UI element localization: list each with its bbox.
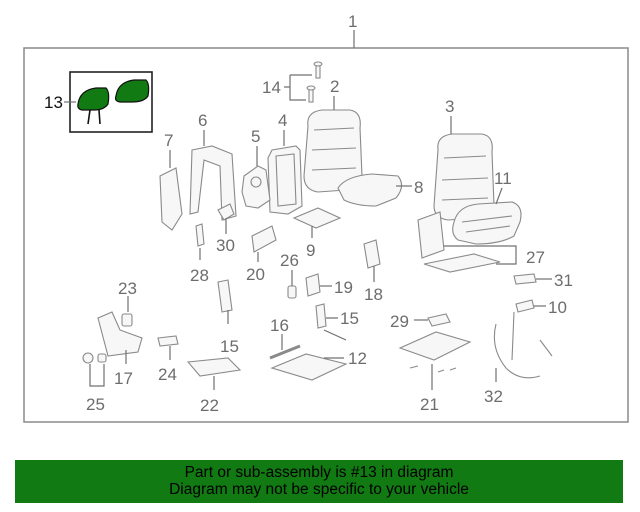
part-11-cushion[interactable]: [452, 201, 522, 245]
callout-15b[interactable]: 15: [340, 309, 359, 328]
part-12-track[interactable]: [270, 353, 348, 381]
callout-16[interactable]: 16: [270, 316, 289, 335]
callout-18[interactable]: 18: [364, 285, 383, 304]
callout-3[interactable]: 3: [445, 97, 454, 116]
part-16-rod[interactable]: [269, 344, 301, 360]
seat-parts-diagram: 1 13 14 2 3 11 8: [23, 12, 629, 423]
callout-10[interactable]: 10: [548, 298, 567, 317]
part-31-clip[interactable]: [513, 273, 537, 285]
part-4-frame[interactable]: [267, 145, 303, 215]
callout-19[interactable]: 19: [334, 278, 353, 297]
part-20-cover[interactable]: [251, 225, 277, 253]
callout-2[interactable]: 2: [330, 77, 339, 96]
headrest-13-right[interactable]: [114, 79, 150, 103]
part-10-clip[interactable]: [515, 299, 535, 313]
callout-25[interactable]: 25: [86, 395, 105, 414]
callout-17[interactable]: 17: [114, 369, 133, 388]
part-18-bracket[interactable]: [363, 239, 381, 269]
part-26-clip[interactable]: [287, 285, 297, 299]
part-19-bracket[interactable]: [305, 273, 321, 297]
callout-28[interactable]: 28: [190, 266, 209, 285]
callout-26[interactable]: 26: [280, 251, 299, 270]
callout-5[interactable]: 5: [251, 127, 260, 146]
callout-32[interactable]: 32: [484, 387, 503, 406]
callout-7[interactable]: 7: [164, 131, 173, 150]
callout-29[interactable]: 29: [390, 312, 409, 331]
part-21-adjuster[interactable]: [398, 331, 472, 373]
part-7-panel[interactable]: [159, 167, 183, 231]
part-5-mechanism[interactable]: [241, 165, 271, 209]
part-17-shield[interactable]: [97, 311, 143, 357]
callout-9[interactable]: 9: [306, 241, 315, 260]
callout-11[interactable]: 11: [494, 169, 512, 188]
callout-30[interactable]: 30: [216, 236, 235, 255]
part-8-cushion[interactable]: [337, 173, 403, 207]
callout-13[interactable]: 13: [44, 93, 63, 112]
part-22-trim[interactable]: [186, 357, 242, 377]
part-9-pad[interactable]: [292, 207, 342, 229]
banner-line-1: Part or sub-assembly is #13 in diagram: [184, 464, 454, 481]
callout-14[interactable]: 14: [262, 78, 281, 97]
headrest-13-left[interactable]: [77, 87, 110, 125]
callout-21[interactable]: 21: [420, 395, 439, 414]
part-15-bracket-left[interactable]: [217, 279, 233, 313]
part-6-trim[interactable]: [189, 145, 237, 221]
banner-line-2: Diagram may not be specific to your vehi…: [169, 481, 469, 498]
callout-24[interactable]: 24: [158, 365, 177, 384]
callout-23[interactable]: 23: [118, 279, 137, 298]
part-29-clip[interactable]: [427, 313, 451, 327]
part-32-harness[interactable]: [493, 311, 553, 379]
callout-1[interactable]: 1: [348, 12, 357, 31]
part-28-clip[interactable]: [195, 223, 205, 247]
callout-12[interactable]: 12: [348, 349, 367, 368]
callout-8[interactable]: 8: [414, 178, 423, 197]
part-25-knobs[interactable]: [82, 352, 107, 364]
callout-22[interactable]: 22: [200, 396, 219, 415]
callout-6[interactable]: 6: [198, 111, 207, 130]
callout-20[interactable]: 20: [246, 265, 265, 284]
info-banner: Part or sub-assembly is #13 in diagram D…: [15, 460, 623, 503]
part-23-knob[interactable]: [121, 313, 133, 327]
part-27-pad-lower[interactable]: [423, 253, 501, 273]
part-27-pad-upper[interactable]: [417, 211, 445, 259]
part-15-bracket-right[interactable]: [315, 303, 327, 329]
callout-27[interactable]: 27: [526, 248, 545, 267]
callout-31[interactable]: 31: [554, 271, 573, 290]
part-24-cap[interactable]: [157, 335, 179, 347]
callout-15a[interactable]: 15: [220, 337, 239, 356]
part-30-bracket[interactable]: [217, 203, 235, 221]
callout-4[interactable]: 4: [278, 111, 287, 130]
part-14-guides[interactable]: [306, 61, 323, 103]
